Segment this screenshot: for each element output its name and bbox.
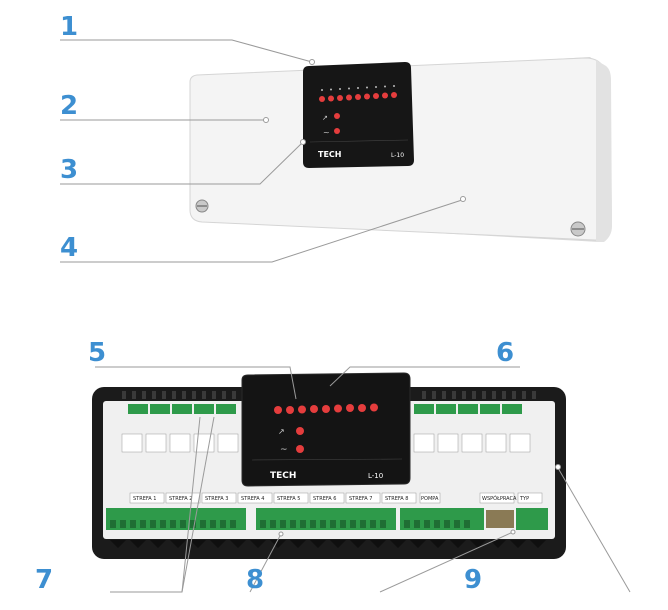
led-row-bottom bbox=[274, 403, 378, 453]
zone-label-2: STREFA 2 bbox=[169, 496, 192, 502]
open-controller-board: ↗ ~ TECH L-10 STREFA 1 STREFA 2 STREFA 3… bbox=[92, 372, 566, 559]
callout-6: 6 bbox=[496, 338, 514, 368]
svg-text:↗: ↗ bbox=[322, 114, 328, 122]
zone-label-3: STREFA 3 bbox=[205, 496, 228, 502]
top-terminals-left bbox=[128, 404, 236, 414]
zone-label-5: STREFA 5 bbox=[277, 496, 300, 502]
callout-4: 4 bbox=[60, 233, 78, 263]
svg-text:↗: ↗ bbox=[278, 427, 285, 436]
callout-lines bbox=[60, 39, 631, 593]
zone-label-strip: STREFA 1 STREFA 2 STREFA 3 STREFA 4 STRE… bbox=[129, 492, 543, 504]
zone-label-6: STREFA 6 bbox=[313, 496, 336, 502]
screw-left bbox=[195, 199, 209, 213]
brand-logo-top: TECH bbox=[318, 150, 342, 159]
zone-label-7: STREFA 7 bbox=[349, 496, 372, 502]
zone-label-4: STREFA 4 bbox=[241, 496, 264, 502]
zone-label-1: STREFA 1 bbox=[133, 496, 156, 502]
callout-3: 3 bbox=[60, 155, 78, 185]
callout-2: 2 bbox=[60, 91, 78, 121]
model-label-bottom: L-10 bbox=[368, 472, 383, 480]
svg-text:~: ~ bbox=[280, 445, 288, 455]
callout-9: 9 bbox=[464, 565, 482, 595]
top-terminals-right bbox=[414, 404, 522, 414]
pump-label: POMPA bbox=[421, 496, 439, 502]
model-label-top: L-10 bbox=[391, 152, 404, 159]
callout-7: 7 bbox=[35, 565, 53, 595]
type-label: TYP bbox=[519, 496, 529, 502]
svg-text:~: ~ bbox=[323, 128, 330, 137]
screw-right bbox=[570, 221, 586, 237]
callout-5: 5 bbox=[88, 338, 106, 368]
zone-label-8: STREFA 8 bbox=[385, 496, 408, 502]
brand-logo-bottom: TECH bbox=[270, 471, 296, 481]
cooperation-label: WSPÓŁPRACA bbox=[482, 495, 517, 502]
callout-8: 8 bbox=[246, 565, 264, 595]
led-row-top bbox=[319, 92, 397, 134]
callout-1: 1 bbox=[60, 12, 78, 42]
closed-controller-housing: ↗ ~ TECH L-10 bbox=[189, 57, 612, 242]
